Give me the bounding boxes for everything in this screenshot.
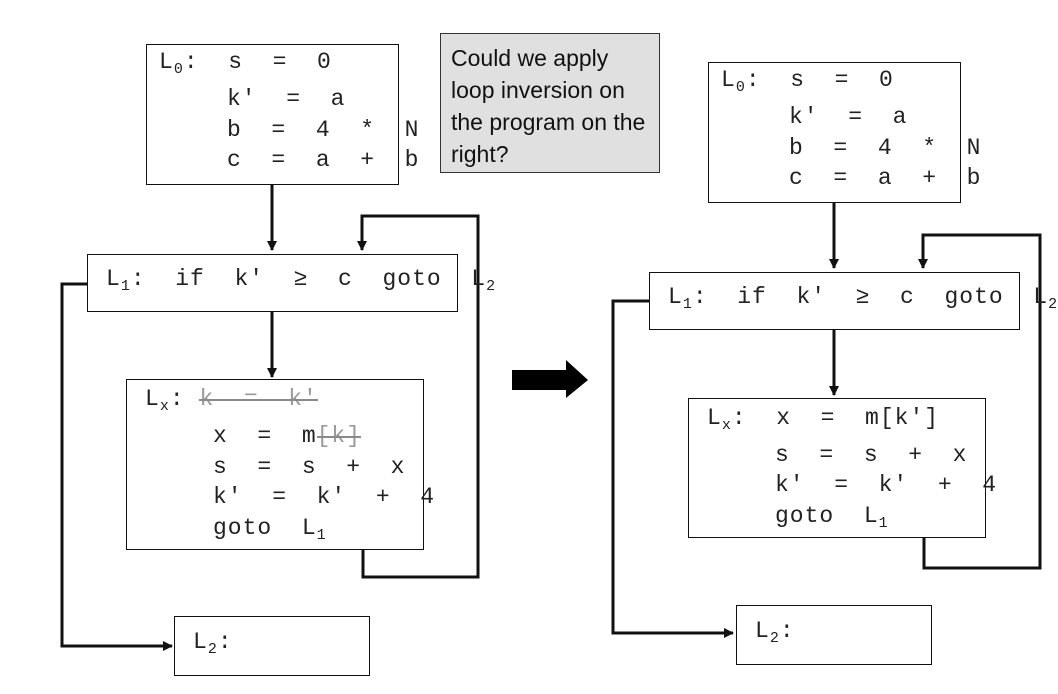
right-lx-line-2: s = s + x [775,442,968,468]
left-lx-removed-statement: k = k' [199,386,318,412]
left-block-l2: L2: [174,616,370,676]
left-lx-removed-index: [k] [316,423,362,449]
left-l1-condition: L1: if k' ≥ c goto L2 [106,266,497,295]
left-lx-line-3: k' = k' + 4 [213,484,436,510]
right-block-l0: L0: s = 0 k' = a b = 4 * N c = a + b [708,62,980,203]
left-l0-line-1: k' = a [227,86,346,112]
right-block-lx: Lx: x = m[k'] s = s + x k' = k' + 4 goto… [688,398,996,538]
right-l1-condition: L1: if k' ≥ c goto L2 [668,284,1058,313]
left-l0-first-line: L0: s = 0 [159,49,332,78]
right-l2-label: L2: [755,618,795,647]
question-callout: Could we apply loop inversion on the pro… [440,33,660,173]
left-l2-label: L2: [193,629,233,658]
left-lx-load-line: x = m[k] [213,423,362,449]
right-lx-line-3: k' = k' + 4 [775,472,998,498]
transform-arrow [512,360,588,398]
left-block-l1: L1: if k' ≥ c goto L2 [87,254,495,312]
left-l0-line-3: c = a + b [227,147,420,173]
right-lx-first-line: Lx: x = m[k'] [707,405,940,434]
right-l0-line-1: k' = a [789,104,908,130]
right-block-l1: L1: if k' ≥ c goto L2 [649,272,1057,330]
right-l0-line-3: c = a + b [789,165,982,191]
left-lx-goto: goto L1 [213,515,327,544]
right-block-l2: L2: [736,605,932,665]
left-lx-first-line: Lx: k = k' [145,386,318,415]
edge-l1-to-l2-left [60,282,173,651]
right-l0-first-line: L0: s = 0 [721,67,894,96]
right-lx-goto: goto L1 [775,503,889,532]
left-lx-line-2: s = s + x [213,454,406,480]
left-l0-line-2: b = 4 * N [227,117,420,143]
edge-back-lx-to-l1-right [918,233,1042,570]
edge-l1-to-l2-right [611,299,734,638]
edge-back-lx-to-l1-left [357,214,480,579]
right-l0-line-2: b = 4 * N [789,135,982,161]
left-block-l0: L0: s = 0 k' = a b = 4 * N c = a + b [146,44,418,185]
left-block-lx: Lx: k = k' x = m[k] s = s + x k' = k' + … [126,379,434,550]
